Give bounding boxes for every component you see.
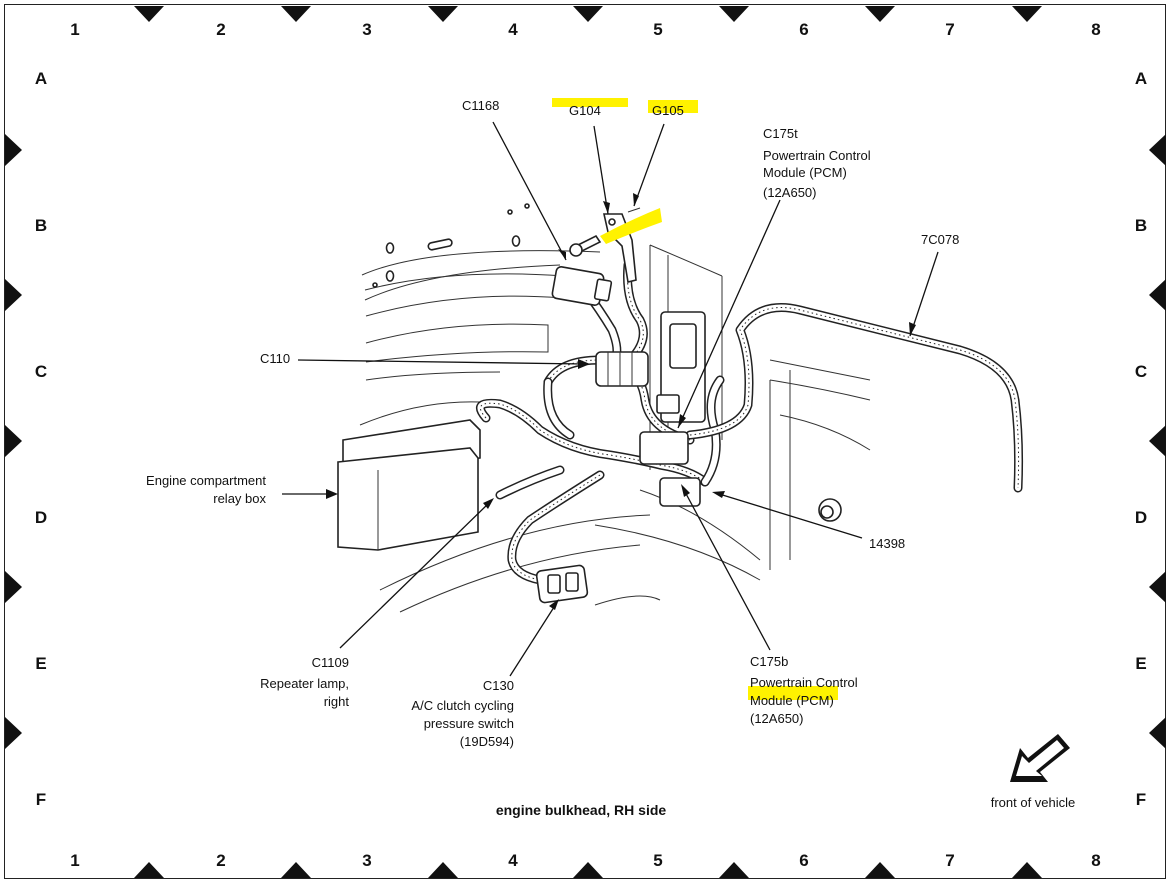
label-c130-line2: pressure switch [424, 716, 514, 731]
connector-c1168 [551, 266, 613, 306]
connector-c130 [535, 564, 589, 604]
grid-row-left-f: F [36, 790, 46, 809]
harness-7c078 [685, 303, 1024, 493]
grid-col-bottom-1: 1 [70, 851, 79, 870]
highlight-g104 [552, 98, 628, 107]
diagram-caption: engine bulkhead, RH side [496, 802, 667, 818]
bulkhead-illustration [359, 203, 871, 613]
front-arrow-icon [1010, 734, 1070, 782]
grid-col-top-6: 6 [799, 20, 808, 39]
label-c175b-line2: Module (PCM) [750, 693, 834, 708]
grid-row-right-f: F [1136, 790, 1146, 809]
grid-col-top-2: 2 [216, 20, 225, 39]
grid-col-bottom-3: 3 [362, 851, 371, 870]
grid-row-right-b: B [1135, 216, 1147, 235]
label-front-of-vehicle: front of vehicle [991, 795, 1076, 810]
grid-col-bottom-7: 7 [945, 851, 954, 870]
label-c1109-line2: right [324, 694, 350, 709]
highlight-ground-wire [600, 208, 662, 244]
label-c175b-line1: Powertrain Control [750, 675, 858, 690]
grid-col-top-3: 3 [362, 20, 371, 39]
grid-row-right-e: E [1135, 654, 1146, 673]
label-c1109-line1: Repeater lamp, [260, 676, 349, 691]
grid-row-right-c: C [1135, 362, 1147, 381]
relay-box [337, 419, 481, 551]
label-7c078: 7C078 [921, 232, 959, 247]
connector-c175t [639, 431, 689, 465]
label-c175t-line3: (12A650) [763, 185, 816, 200]
label-c175b-line3: (12A650) [750, 711, 803, 726]
grid-col-top-7: 7 [945, 20, 954, 39]
label-c175t-line2: Module (PCM) [763, 165, 847, 180]
label-g105: G105 [652, 103, 684, 118]
grid-row-left-d: D [35, 508, 47, 527]
connector-c110 [595, 351, 649, 387]
grid-col-top-1: 1 [70, 20, 79, 39]
grid-row-left-a: A [35, 69, 47, 88]
label-c1168: C1168 [462, 98, 499, 113]
grid-col-bottom-2: 2 [216, 851, 225, 870]
grid-col-top-4: 4 [508, 20, 518, 39]
label-c110: C110 [260, 351, 290, 366]
grid-row-left-c: C [35, 362, 47, 381]
label-relay-box-line2: relay box [213, 491, 266, 506]
grid-col-top-5: 5 [653, 20, 662, 39]
highlight-g105 [648, 100, 698, 113]
label-c175t-line1: Powertrain Control [763, 148, 871, 163]
grid-row-left-b: B [35, 216, 47, 235]
label-c1109-code: C1109 [312, 655, 349, 670]
label-c175b-code: C175b [750, 654, 788, 669]
grid-row-left-e: E [35, 654, 46, 673]
grid-col-bottom-6: 6 [799, 851, 808, 870]
connector-c175b [659, 477, 701, 507]
leader-lines [282, 121, 939, 677]
highlight-pcm-text [748, 686, 838, 700]
label-relay-box-line1: Engine compartment [146, 473, 266, 488]
grid-row-right-a: A [1135, 69, 1147, 88]
label-g104: G104 [569, 103, 601, 118]
grid-col-bottom-5: 5 [653, 851, 662, 870]
label-c130-line1: A/C clutch cycling [411, 698, 514, 713]
grid-col-top-8: 8 [1091, 20, 1100, 39]
label-c130-code: C130 [483, 678, 514, 693]
grid-markers [5, 6, 1166, 878]
label-c130-line3: (19D594) [460, 734, 514, 749]
grid-col-bottom-4: 4 [508, 851, 518, 870]
label-14398: 14398 [869, 536, 905, 551]
grid-col-bottom-8: 8 [1091, 851, 1100, 870]
grid-row-right-d: D [1135, 508, 1147, 527]
label-c175t-code: C175t [763, 126, 798, 141]
